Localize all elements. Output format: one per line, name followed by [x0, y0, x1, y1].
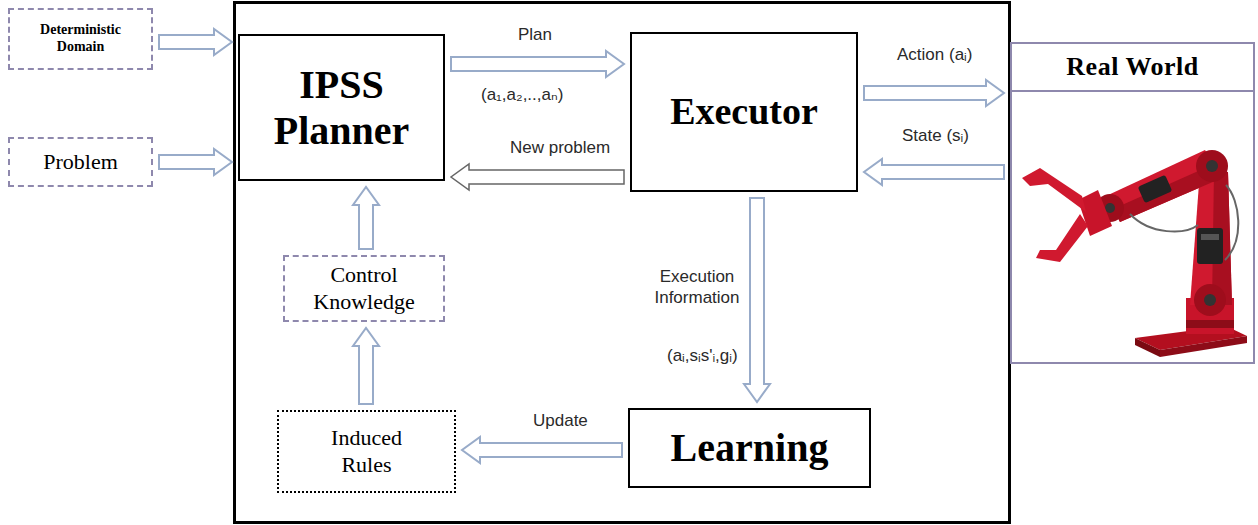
knowledge-box: Control Knowledge [283, 255, 445, 322]
node-text: IPSS Planner [252, 62, 432, 154]
arrow-label: State (sᵢ) [900, 125, 971, 146]
block-arrow [451, 51, 624, 77]
node-text: Learning [671, 425, 829, 471]
node-text: Deterministic Domain [22, 22, 140, 56]
block-arrow [159, 149, 232, 175]
input-box: Problem [8, 137, 153, 187]
text-group: Executor [670, 90, 818, 134]
node-text: Induced Rules [312, 425, 422, 478]
text-group: Learning [671, 425, 829, 471]
block-arrow [864, 80, 1004, 106]
tuple-label: (a₁,a₂,..,aₙ) [479, 84, 565, 105]
system-frame [235, 3, 1010, 523]
block-arrow [451, 164, 624, 190]
tuple-label: (aᵢ,sᵢs'ᵢ,gᵢ) [665, 345, 740, 366]
node-text: Executor [670, 90, 818, 134]
text-group: Problem [43, 149, 118, 175]
arrow-label: New problem [508, 137, 612, 158]
learning-box: Learning [628, 408, 871, 488]
node-text: Control Knowledge [294, 262, 434, 315]
text-group: Deterministic Domain [22, 22, 140, 56]
block-arrow [159, 29, 232, 55]
rules-box: Induced Rules [277, 410, 456, 493]
planner-box: IPSS Planner [238, 34, 445, 181]
text-group: IPSS Planner [252, 62, 432, 154]
arrow-label: Plan [516, 24, 554, 45]
text-group: Induced Rules [312, 425, 422, 478]
block-arrow [864, 159, 1004, 185]
arrow-label: Execution Information [647, 266, 747, 309]
block-arrow [353, 328, 379, 404]
input-box: Deterministic Domain [8, 8, 153, 70]
block-arrow [744, 198, 770, 402]
text-group: Control Knowledge [294, 262, 434, 315]
box-header: Real World [1012, 44, 1253, 92]
arrow-label: Action (aᵢ) [895, 44, 974, 65]
executor-box: Executor [630, 32, 858, 192]
block-arrow [462, 437, 622, 463]
text-group: Real World [1066, 51, 1198, 82]
robot-arm [1022, 150, 1247, 357]
node-text: Problem [43, 149, 118, 175]
world-box: Real World [1010, 42, 1255, 364]
block-arrow [353, 187, 379, 249]
arrow-label: Update [531, 410, 590, 431]
node-text: Real World [1066, 51, 1198, 82]
